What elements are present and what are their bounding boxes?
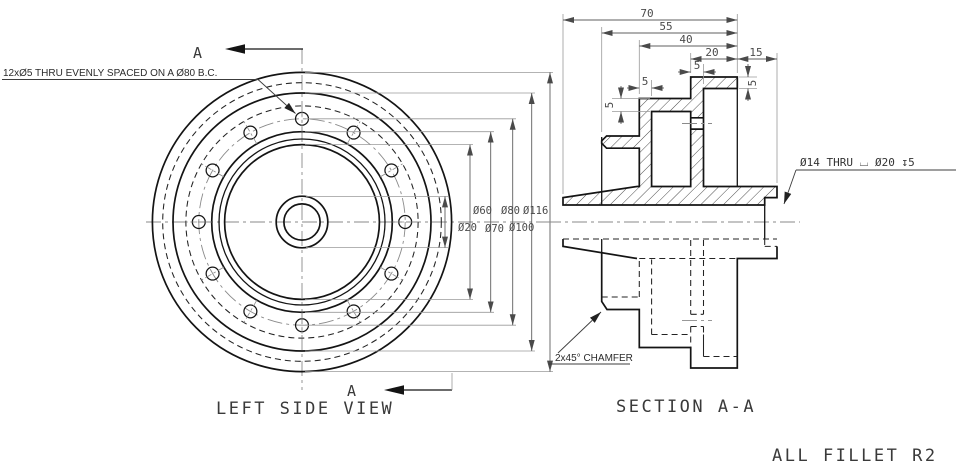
section-view: 70 55 40 20 15 5 5 5 5 Ø14 THRU ⌴ Ø20 ↧5… xyxy=(546,7,956,417)
bolt-hole-centerline xyxy=(682,123,712,321)
dim-label-40: 40 xyxy=(679,33,692,46)
chamfer-note-text: 2x45° CHAMFER xyxy=(555,353,633,364)
bolt-hole xyxy=(346,125,361,140)
dim-label-5c: 5 xyxy=(603,102,616,109)
section-cut-marker-top: A xyxy=(193,44,303,62)
section-arrow-icon xyxy=(384,385,404,395)
dim-label-70: 70 xyxy=(640,7,653,20)
center-cbore-circle-20 xyxy=(275,195,329,249)
section-letter-top: A xyxy=(193,44,202,62)
bolt-hole-centermark xyxy=(346,121,361,145)
length-dimensions xyxy=(563,17,777,124)
section-cut-marker-bottom: A xyxy=(347,373,453,400)
dim-label-d60: Ø60 xyxy=(473,205,492,217)
note-leader xyxy=(783,169,797,205)
dim-label-d70: Ø70 xyxy=(485,223,504,235)
flange-od-circle-116 xyxy=(151,71,453,373)
center-bore-circle-14 xyxy=(283,203,321,241)
bolt-hole-centermark xyxy=(379,266,403,281)
bolt-hole-centermark xyxy=(346,299,361,323)
dim-label-5b: 5 xyxy=(694,59,701,72)
bolt-note-text: 12xØ5 THRU EVENLY SPACED ON A Ø80 B.C. xyxy=(3,68,217,79)
bolt-hole xyxy=(384,163,399,178)
dim-label-20: 20 xyxy=(705,46,718,59)
bolt-hole-centermark xyxy=(201,163,225,178)
recess-circle-60 xyxy=(223,143,381,301)
bolt-hole xyxy=(243,304,258,319)
bolt-hole-centermark xyxy=(379,163,403,178)
hole-note-text: Ø14 THRU ⌴ Ø20 ↧5 xyxy=(800,156,915,169)
left-view-title: LEFT SIDE VIEW xyxy=(216,399,394,419)
chamfer-circle xyxy=(218,138,386,306)
note-leader xyxy=(257,79,296,114)
bolt-hole-centermark xyxy=(243,121,258,145)
dim-label-d100: Ø100 xyxy=(509,222,534,234)
dim-label-d80: Ø80 xyxy=(501,205,520,217)
section-letter-bottom: A xyxy=(347,382,356,400)
bolt-hole xyxy=(205,266,220,281)
dim-label-5a: 5 xyxy=(642,75,649,88)
bolt-note-group: 12xØ5 THRU EVENLY SPACED ON A Ø80 B.C. xyxy=(2,68,296,114)
chamfer-note-group: 2x45° CHAMFER xyxy=(549,311,633,365)
bolt-hole xyxy=(205,163,220,178)
bolt-hole-centermark xyxy=(201,266,225,281)
dim-label-d20: Ø20 xyxy=(458,222,477,234)
bolt-hole-centermark xyxy=(243,299,258,323)
section-view-title: SECTION A-A xyxy=(616,397,756,417)
section-arrow-icon xyxy=(225,44,245,54)
left-side-view: A A 12xØ5 THRU EVENLY SPACED ON A Ø80 B.… xyxy=(2,44,553,419)
hole-note-group: Ø14 THRU ⌴ Ø20 ↧5 xyxy=(783,156,956,205)
section-hidden-lines xyxy=(563,238,777,358)
section-lower-silhouette xyxy=(562,239,778,369)
bolt-hole xyxy=(346,304,361,319)
hidden-rim-id-circle xyxy=(162,82,442,362)
dim-label-d116: Ø116 xyxy=(523,205,548,217)
boss-od-circle-100 xyxy=(172,92,432,352)
bolt-hole xyxy=(243,125,258,140)
general-note: ALL FILLET R2 xyxy=(772,446,938,466)
note-leader xyxy=(557,311,602,354)
dim-label-55: 55 xyxy=(659,20,672,33)
dim-label-5d: 5 xyxy=(746,80,759,87)
section-material xyxy=(562,76,778,206)
bolt-hole xyxy=(384,266,399,281)
diameter-extension-lines xyxy=(305,72,553,372)
dim-label-15: 15 xyxy=(749,46,762,59)
ext-line xyxy=(305,72,553,372)
bolt-circle-80 xyxy=(198,118,406,326)
